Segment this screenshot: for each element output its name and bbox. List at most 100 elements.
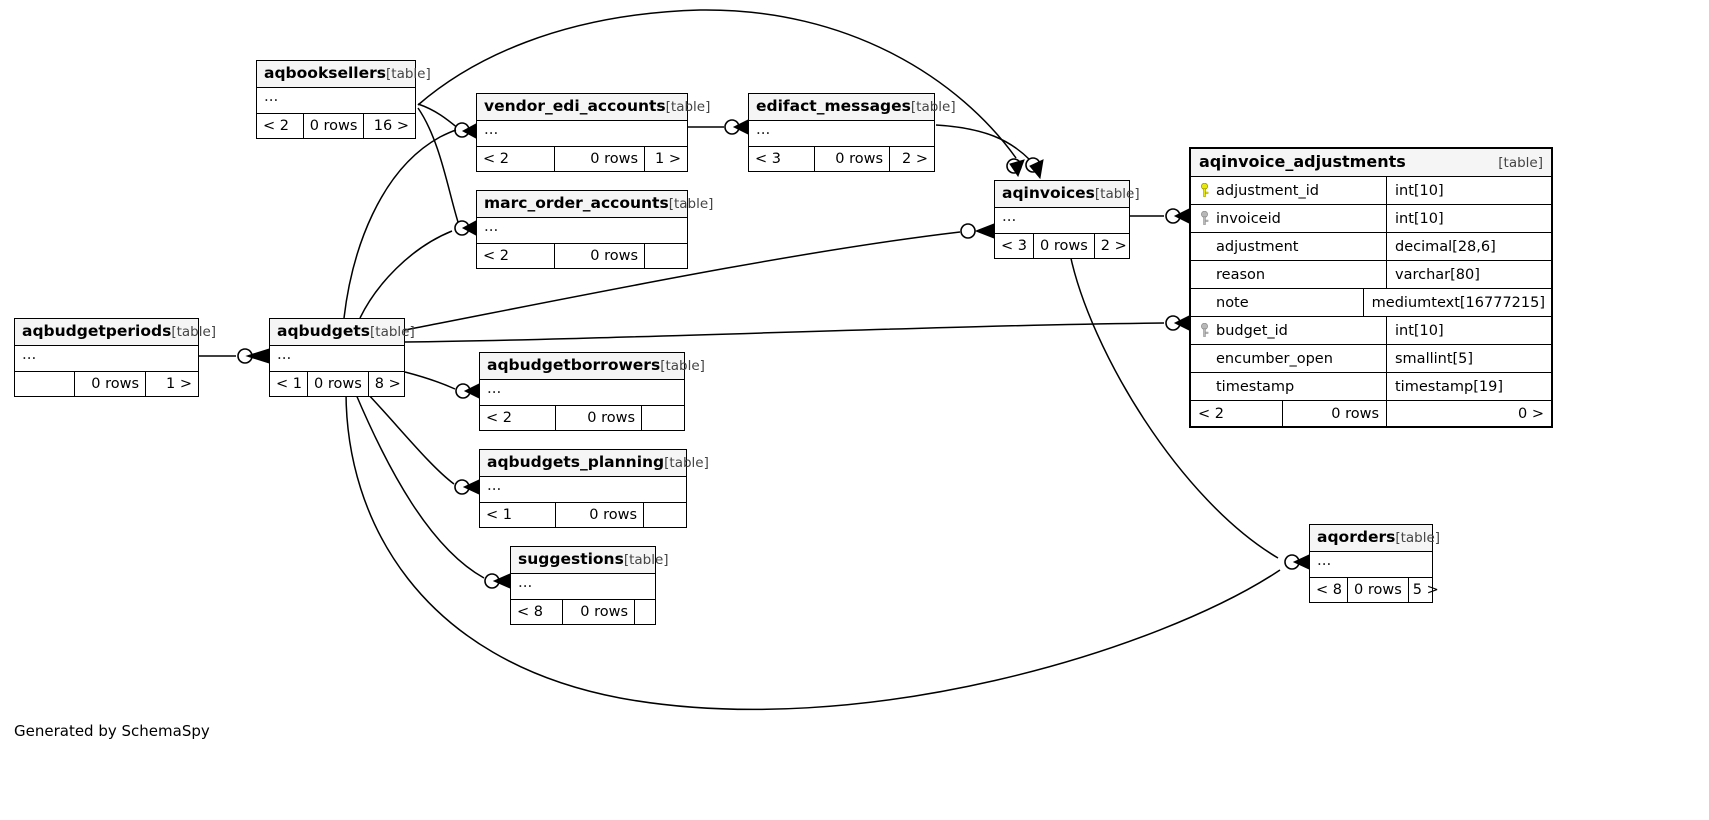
table-title-edifact-messages: edifact_messages[table] [749,94,956,122]
footer-parents-count: < 2 [1191,401,1283,426]
foreign-key-icon [1199,211,1210,226]
table-title-aqbudgets-planning: aqbudgets_planning[table] [480,450,709,478]
footer-row-count: 0 rows [1348,578,1409,603]
column-name-cell: reason [1191,261,1387,288]
table-footer-aqbudgetborrowers: < 2 0 rows [480,406,684,431]
footer-parents-count: < 2 [480,406,556,431]
footer-row-count: 0 rows [555,147,645,172]
table-name-label: aqbudgets_planning [487,453,665,471]
table-title-aqbudgets: aqbudgets[table] [270,319,415,347]
table-node-aqbudgets[interactable]: aqbudgets[table] ... < 1 0 rows 8 > [269,318,415,398]
footer-row-count: 0 rows [1283,401,1387,426]
column-row-encumber-open[interactable]: encumber_open smallint[5] [1191,345,1551,373]
table-name-label: edifact_messages [756,97,911,115]
footer-children-count: 1 > [655,151,681,168]
footer-parents-count [15,372,75,397]
footer-parents-count: < 8 [1310,578,1348,603]
footer-row-count: 0 rows [556,406,642,431]
table-tag-label: [table] [1395,530,1441,546]
table-tag-label: [table] [370,324,415,340]
table-columns-ellipsis: ... [270,346,404,373]
table-title-suggestions: suggestions[table] [511,547,669,575]
table-tag-label: [table] [665,99,711,115]
footer-children-count [645,244,687,268]
edge-aqbudgets-to-aqorders [345,391,1310,711]
table-columns-ellipsis: ... [477,121,687,148]
edge-aqbooksellers-to-vendor-edi-accounts [417,103,477,139]
footer-children-count: 2 > [1100,238,1127,255]
table-name-label: aqorders [1317,528,1396,546]
table-columns-ellipsis: ... [511,574,655,601]
footer-row-count: 0 rows [308,372,369,397]
foreign-key-icon [1199,323,1210,338]
column-row-reason[interactable]: reason varchar[80] [1191,261,1551,289]
table-tag-label: [table] [1094,186,1140,202]
table-name-label: aqinvoice_adjustments [1199,152,1406,171]
table-title-aqorders: aqorders[table] [1310,525,1440,553]
column-type-cell: timestamp[19] [1395,378,1503,395]
column-name-label: budget_id [1216,322,1288,339]
column-name-cell: adjustment [1191,233,1387,260]
footer-row-count: 0 rows [815,147,890,172]
footer-children-count [635,600,655,624]
footer-children-count: 0 > [1518,405,1544,422]
column-name-label: encumber_open [1216,350,1333,367]
table-columns-ellipsis: ... [477,218,687,245]
edge-aqbudgets-to-vendor-edi-accounts [343,129,457,319]
table-node-aqbooksellers[interactable]: aqbooksellers[table] ... < 2 0 rows 16 > [256,60,431,140]
table-node-aqinvoice-adjustments[interactable]: aqinvoice_adjustments [table] adjustment… [1189,147,1553,428]
footer-children-count [642,406,684,430]
footer-parents-count: < 3 [749,147,815,172]
table-tag-label: [table] [171,324,217,340]
table-node-aqorders[interactable]: aqorders[table] ... < 8 0 rows 5 > [1309,524,1440,604]
footer-parents-count: < 2 [257,114,304,139]
table-node-marc-order-accounts[interactable]: marc_order_accounts[table] ... < 2 0 row… [476,190,713,270]
table-footer-vendor-edi-accounts: < 2 0 rows 1 > [477,147,687,172]
table-footer-aqbudgets: < 1 0 rows 8 > [270,372,404,397]
footer-row-count: 0 rows [75,372,146,397]
column-row-budget-id[interactable]: budget_id int[10] [1191,317,1551,345]
table-title-aqbooksellers: aqbooksellers[table] [257,61,431,89]
table-tag-label: [table] [664,455,709,471]
column-name-cell: invoiceid [1191,205,1387,232]
table-node-vendor-edi-accounts[interactable]: vendor_edi_accounts[table] ... < 2 0 row… [476,93,710,173]
table-node-aqinvoices[interactable]: aqinvoices[table] ... < 3 0 rows 2 > [994,180,1140,260]
table-columns-ellipsis: ... [995,208,1129,235]
table-columns-ellipsis: ... [749,121,934,148]
edge-aqbudgets-to-marc-order-accounts [359,230,453,319]
primary-key-icon [1199,183,1210,198]
column-row-invoiceid[interactable]: invoiceid int[10] [1191,205,1551,233]
table-node-aqbudgets-planning[interactable]: aqbudgets_planning[table] ... < 1 0 rows [479,449,709,529]
table-footer-aqinvoices: < 3 0 rows 2 > [995,234,1129,259]
table-node-aqbudgetborrowers[interactable]: aqbudgetborrowers[table] ... < 2 0 rows [479,352,705,432]
table-tag-label: [table] [668,196,714,212]
footer-children-count: 8 > [374,376,401,393]
table-node-suggestions[interactable]: suggestions[table] ... < 8 0 rows [510,546,669,626]
footer-children-count: 2 > [902,151,928,168]
footer-children-count: 16 > [373,118,409,135]
column-row-timestamp[interactable]: timestamp timestamp[19] [1191,373,1551,401]
footer-row-count: 0 rows [563,600,635,625]
generated-by-label: Generated by SchemaSpy [14,722,210,740]
edge-vendor-edi-accounts-to-edifact-messages [688,119,749,135]
column-name-cell: adjustment_id [1191,177,1387,204]
table-title-aqbudgetperiods: aqbudgetperiods[table] [15,319,216,347]
column-row-note[interactable]: note mediumtext[16777215] [1191,289,1551,317]
table-title-vendor-edi-accounts: vendor_edi_accounts[table] [477,94,710,122]
column-name-label: note [1216,294,1249,311]
table-footer-marc-order-accounts: < 2 0 rows [477,244,687,269]
footer-children-count: 5 > [1412,582,1439,599]
table-name-label: aqbudgetperiods [22,322,172,340]
column-row-adjustment-id[interactable]: adjustment_id int[10] [1191,177,1551,205]
table-tag-label: [table] [386,66,431,82]
table-footer-suggestions: < 8 0 rows [511,600,655,625]
table-node-aqbudgetperiods[interactable]: aqbudgetperiods[table] ... 0 rows 1 > [14,318,216,398]
column-type-cell: decimal[28,6] [1395,238,1496,255]
table-columns-ellipsis: ... [1310,552,1432,579]
table-node-edifact-messages[interactable]: edifact_messages[table] ... < 3 0 rows 2… [748,93,956,173]
column-row-adjustment[interactable]: adjustment decimal[28,6] [1191,233,1551,261]
column-type-cell: int[10] [1395,322,1444,339]
column-type-cell: varchar[80] [1395,266,1480,283]
table-title-aqinvoices: aqinvoices[table] [995,181,1140,209]
column-name-label: reason [1216,266,1266,283]
